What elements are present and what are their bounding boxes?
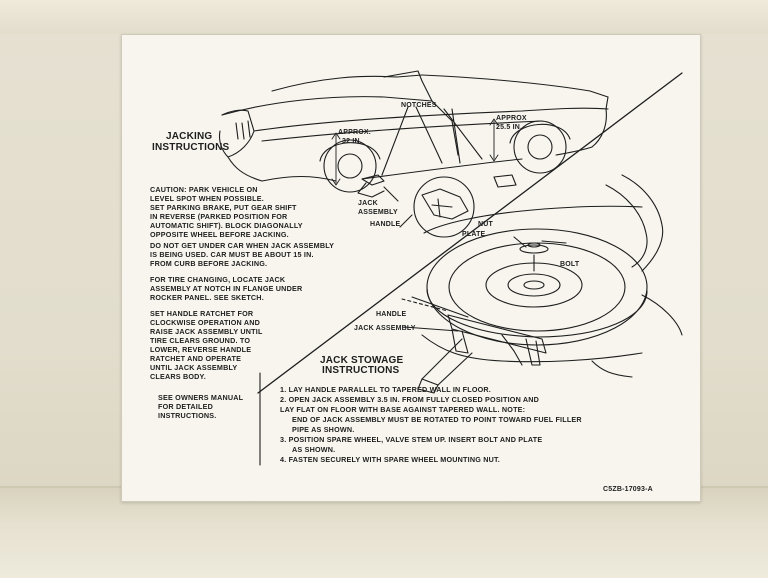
stowage-step-2: 2. OPEN JACK ASSEMBLY 3.5 IN. FROM FULLY…: [280, 395, 540, 404]
label-bolt: BOLT: [560, 261, 580, 268]
label-nut: NUT: [478, 221, 493, 228]
text-line: FOR TIRE CHANGING, LOCATE JACK: [150, 275, 286, 284]
jacking-warning-paragraph: DO NOT GET UNDER CAR WHEN JACK ASSEMBLY …: [150, 241, 390, 268]
label-assembly-line2: ASSEMBLY: [358, 209, 398, 216]
label-handle-stowage: HANDLE: [376, 311, 407, 318]
decal-line-art: [218, 70, 683, 466]
text-line: AUTOMATIC SHIFT). BLOCK DIAGONALLY: [150, 221, 303, 230]
text-line: IN REVERSE (PARKED POSITION FOR: [150, 212, 288, 221]
text-line: DO NOT GET UNDER CAR WHEN JACK ASSEMBLY: [150, 241, 335, 250]
label-approx-32-line1: APPROX.: [338, 129, 371, 136]
text-line: CAUTION: PARK VEHICLE ON: [150, 185, 258, 194]
spare-wheel-drawing: [401, 174, 683, 394]
jacking-locate-paragraph: FOR TIRE CHANGING, LOCATE JACK ASSEMBLY …: [150, 275, 380, 302]
jacking-instruction-decal: JACKING INSTRUCTIONS NOTCHES APPROX. 32 …: [121, 34, 701, 502]
car-drawing: [218, 70, 609, 238]
stowage-step-2-cont: LAY FLAT ON FLOOR WITH BASE AGAINST TAPE…: [280, 405, 526, 414]
label-notches: NOTCHES: [401, 102, 437, 109]
jacking-title-line2: INSTRUCTIONS: [152, 142, 230, 153]
jacking-ratchet-paragraph: SET HANDLE RATCHET FOR CLOCKWISE OPERATI…: [150, 309, 310, 381]
text-line: SET PARKING BRAKE, PUT GEAR SHIFT: [150, 203, 297, 212]
label-approx-25-line2: 25.5 IN.: [496, 124, 523, 131]
stowage-step-1: 1. LAY HANDLE PARALLEL TO TAPERED WALL I…: [280, 385, 491, 394]
stowage-title-line2: INSTRUCTIONS: [322, 365, 400, 376]
text-line: RATCHET AND OPERATE: [150, 354, 242, 363]
part-number: C5ZB-17093-A: [603, 486, 653, 493]
label-jack-assembly-stowage: JACK ASSEMBLY: [354, 325, 416, 332]
label-approx-25-line1: APPROX: [496, 115, 527, 122]
label-plate: PLATE: [462, 231, 486, 238]
text-line: RAISE JACK ASSEMBLY UNTIL: [150, 327, 263, 336]
divider-line: [257, 72, 683, 394]
stowage-step-3: 3. POSITION SPARE WHEEL, VALVE STEM UP. …: [280, 435, 543, 444]
text-line: IS BEING USED. CAR MUST BE ABOUT 15 IN.: [150, 250, 314, 259]
text-line: TIRE CLEARS GROUND. TO: [150, 336, 251, 345]
jacking-caution-paragraph: CAUTION: PARK VEHICLE ON LEVEL SPOT WHEN…: [150, 185, 380, 239]
text-line: LOWER, REVERSE HANDLE: [150, 345, 252, 354]
text-line: SEE OWNERS MANUAL: [158, 393, 244, 402]
stowage-step-3-cont: AS SHOWN.: [292, 445, 336, 454]
text-line: LEVEL SPOT WHEN POSSIBLE.: [150, 194, 264, 203]
label-approx-32-line2: 32 IN.: [342, 138, 362, 145]
text-line: SET HANDLE RATCHET FOR: [150, 309, 254, 318]
text-line: FROM CURB BEFORE JACKING.: [150, 259, 268, 268]
jacking-manual-paragraph: SEE OWNERS MANUAL FOR DETAILED INSTRUCTI…: [158, 393, 298, 420]
text-line: CLOCKWISE OPERATION AND: [150, 318, 261, 327]
text-line: CLEARS BODY.: [150, 372, 206, 381]
text-line: FOR DETAILED: [158, 402, 213, 411]
jacking-title-line1: JACKING: [166, 131, 213, 142]
text-line: UNTIL JACK ASSEMBLY: [150, 363, 238, 372]
text-line: OPPOSITE WHEEL BEFORE JACKING.: [150, 230, 289, 239]
stowage-step-2-note-end: PIPE AS SHOWN.: [292, 425, 355, 434]
text-line: ASSEMBLY AT NOTCH IN FLANGE UNDER: [150, 284, 303, 293]
text-line: ROCKER PANEL. SEE SKETCH.: [150, 293, 264, 302]
text-line: INSTRUCTIONS.: [158, 411, 217, 420]
stowage-step-2-note: END OF JACK ASSEMBLY MUST BE ROTATED TO …: [292, 415, 582, 424]
label-handle-car: HANDLE: [370, 221, 401, 228]
label-jack-line1: JACK: [358, 200, 378, 207]
stowage-title-line1: JACK STOWAGE: [320, 355, 404, 366]
stowage-step-4: 4. FASTEN SECURELY WITH SPARE WHEEL MOUN…: [280, 455, 500, 464]
trunk-lid-surface: [0, 0, 768, 34]
